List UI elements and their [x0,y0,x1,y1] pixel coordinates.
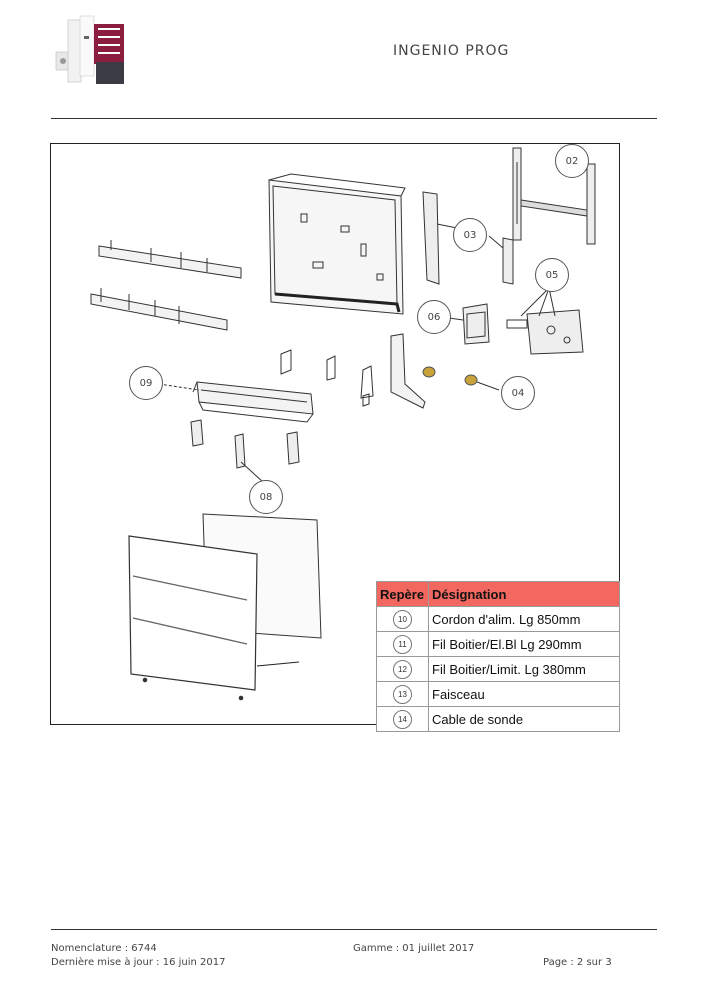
legend-designation: Faisceau [428,681,620,707]
footer-last-update: Dernière mise à jour : 16 juin 2017 [51,957,226,968]
table-row: 14 Cable de sonde [376,706,620,732]
footer-nomenclature: Nomenclature : 6744 [51,943,157,954]
brand-logo [55,15,124,84]
legend-designation: Cable de sonde [428,706,620,732]
table-row: 10 Cordon d'alim. Lg 850mm [376,606,620,632]
callout-04: 04 [501,376,535,410]
callout-02: 02 [555,144,589,178]
legend-number: 13 [393,684,412,704]
footer-divider [51,929,657,930]
parts-illustration [90,147,596,701]
legend-designation: Fil Boitier/Limit. Lg 380mm [428,656,620,682]
legend-number: 11 [393,634,412,654]
table-row: 12 Fil Boitier/Limit. Lg 380mm [376,656,620,682]
legend-header-designation: Désignation [428,581,620,607]
parts-legend-table: Repère Désignation 10 Cordon d'alim. Lg … [376,581,620,732]
legend-designation: Fil Boitier/El.Bl Lg 290mm [428,631,620,657]
callout-06: 06 [417,300,451,334]
legend-number: 10 [393,609,412,629]
legend-number: 14 [393,709,412,729]
legend-header-row: Repère Désignation [376,581,620,607]
table-row: 11 Fil Boitier/El.Bl Lg 290mm [376,631,620,657]
callout-05: 05 [535,258,569,292]
callout-03: 03 [453,218,487,252]
footer-page-number: Page : 2 sur 3 [543,957,612,968]
legend-header-repere: Repère [376,581,429,607]
table-row: 13 Faisceau [376,681,620,707]
footer-gamme: Gamme : 01 juillet 2017 [353,943,475,954]
header-divider [51,118,657,119]
document-title: INGENIO PROG [393,43,510,59]
legend-designation: Cordon d'alim. Lg 850mm [428,606,620,632]
callout-09: 09 [129,366,163,400]
legend-number: 12 [393,659,412,679]
callout-08: 08 [249,480,283,514]
